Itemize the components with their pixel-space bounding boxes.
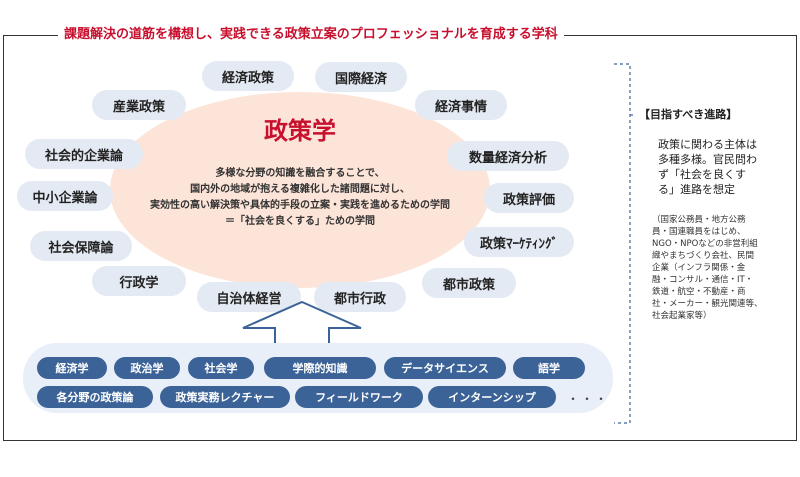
description-line: ＝「社会を良くする」ための学問 [225,216,375,227]
field-pill: 社会保障論 [30,231,132,261]
description-line: 多様な分野の知識を融合することで、 [215,168,385,179]
description-line: 国内外の地域が抱える複雑化した諸問題に対し、 [190,184,410,195]
career-note-line: 社会起業家等） [652,311,712,321]
field-pill: 経済政策 [202,61,294,91]
career-note-line: 企業（インフラ関係・金 [652,263,746,273]
career-note-line: 鉄道・航空・不動産・商 [652,287,746,297]
field-pill: 数量経済分析 [447,141,569,171]
foundation-chip: 政策実務レクチャー [160,386,290,408]
career-main-line: 政策に関わる主体は [658,138,757,151]
foundation-chip: 経済学 [37,357,107,379]
career-note-line: 織やまちづくり会社、民間 [652,251,755,261]
foundation-chip: インターンシップ [428,386,556,408]
field-pill: 国際経済 [315,62,407,92]
career-note-line: （国家公務員・地方公務 [652,215,746,225]
center-title: 政策学 [264,117,336,145]
field-pill: 政策評価 [484,183,574,213]
center-description: 多様な分野の知識を融合することで、 国内外の地域が抱える複雑化した諸問題に対し、… [120,166,480,230]
center-ellipse [110,92,490,288]
field-pill: 社会的企業論 [25,139,143,169]
field-pill: 行政学 [92,266,186,296]
career-note-line: NGO・NPOなどの非営利組 [652,239,758,249]
description-line: 実効性の高い解決策や具体的手段の立案・実践を進めるための学問 [150,200,450,211]
foundation-chip: 社会学 [188,357,254,379]
field-pill: 政策ﾏｰｹﾃｨﾝｸﾞ [464,227,574,257]
career-note-line: 員・国連職員をはじめ、 [652,227,746,237]
ellipsis: ・・・ [567,392,610,406]
career-heading: 【目指すべき進路】 [639,108,738,121]
career-main-line: ず「社会を良くす [658,168,746,181]
foundation-chip: フィールドワーク [295,386,423,408]
field-pill: 自治体経営 [197,282,301,312]
foundation-chip: 語学 [513,357,585,379]
field-pill: 産業政策 [92,90,186,120]
career-note-line: 社・メーカー・観光関連等、 [652,299,763,309]
foundation-chip: 政治学 [114,357,180,379]
side-bracket [614,63,636,424]
field-pill: 都市政策 [422,268,516,298]
career-main-line: 多種多様。官民問わ [658,153,757,166]
field-pill: 都市行政 [314,282,406,312]
foundation-chip: 各分野の政策論 [37,386,153,408]
career-note-line: 融・コンサル・通信・IT・ [652,275,754,285]
foundation-chip: 学際的知識 [264,357,376,379]
career-main-line: る」進路を想定 [658,183,735,196]
field-pill: 経済事情 [415,90,507,120]
foundation-chip: データサイエンス [384,357,506,379]
frame-title: 課題解決の道筋を構想し、実践できる政策立案のプロフェッショナルを育成する学科 [58,27,564,43]
career-main: 政策に関わる主体は 多種多様。官民問わ ず「社会を良くす る」進路を想定 [658,137,788,197]
career-note: （国家公務員・地方公務 員・国連職員をはじめ、 NGO・NPOなどの非営利組 織… [652,214,792,322]
field-pill: 中小企業論 [17,181,113,211]
